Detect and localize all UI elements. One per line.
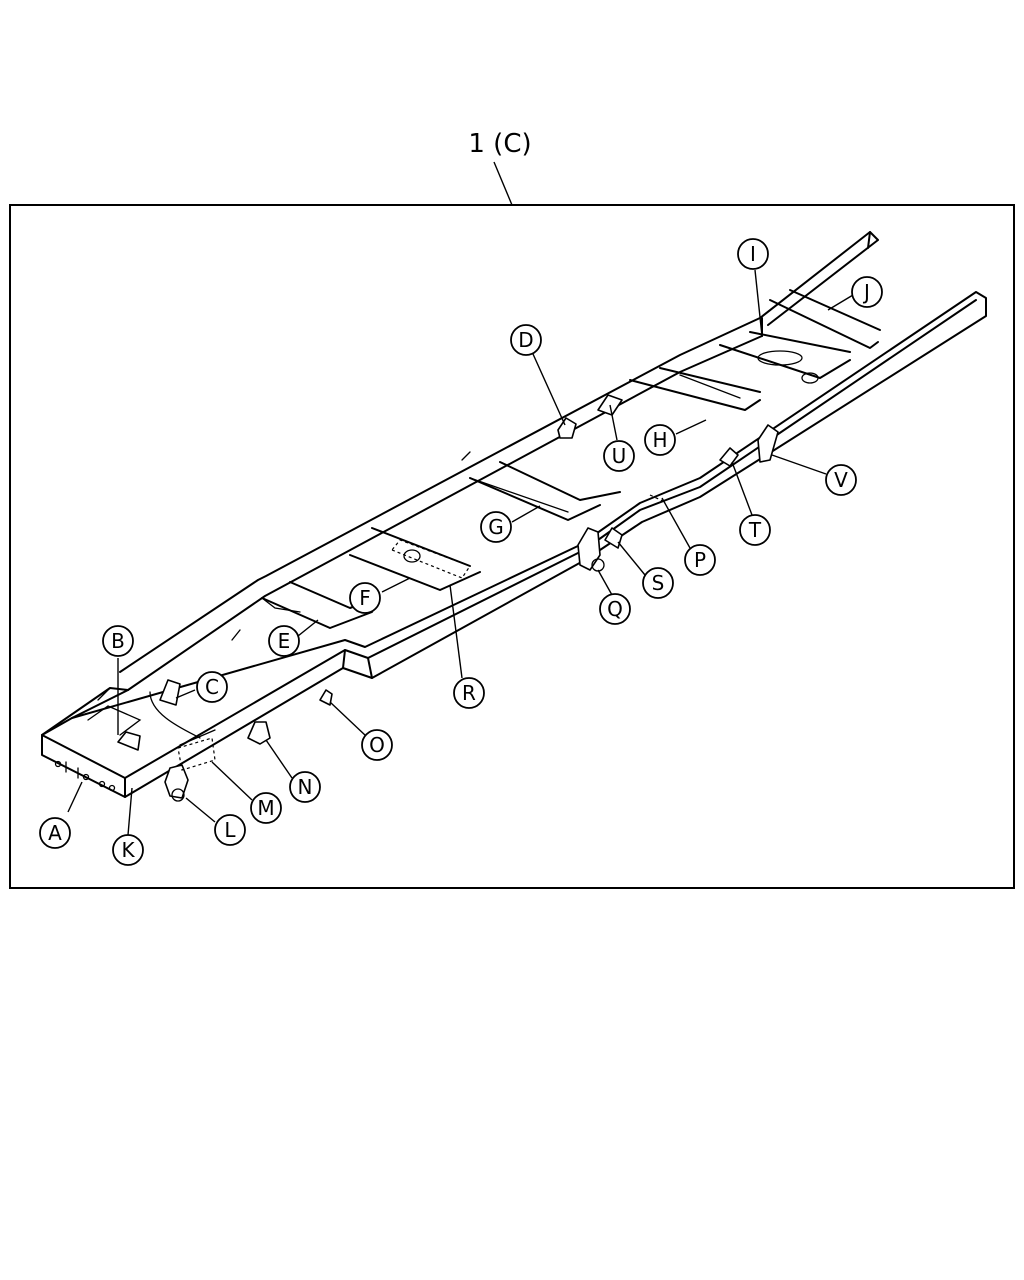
- callout-A: A: [39, 817, 71, 849]
- callout-J: J: [851, 276, 883, 308]
- callout-I: I: [737, 238, 769, 270]
- svg-text:A: A: [48, 821, 62, 845]
- bracket-t: [719, 447, 739, 467]
- callout-V: V: [825, 464, 857, 496]
- bracket-b: [117, 731, 141, 751]
- callout-F: F: [349, 582, 381, 614]
- assembly-leader: [493, 161, 513, 206]
- callout-leaders: [67, 269, 854, 836]
- svg-text:S: S: [652, 571, 665, 595]
- callout-L: L: [214, 814, 246, 846]
- callout-E: E: [268, 625, 300, 657]
- svg-text:V: V: [834, 468, 848, 492]
- svg-text:C: C: [205, 675, 219, 699]
- svg-text:O: O: [369, 733, 385, 757]
- svg-text:B: B: [111, 629, 125, 653]
- svg-text:J: J: [862, 280, 870, 304]
- svg-text:T: T: [748, 518, 762, 542]
- bracket-l: [164, 764, 189, 799]
- callout-Q: Q: [599, 593, 631, 625]
- bracket-v: [757, 424, 779, 463]
- bracket-q: [577, 527, 601, 571]
- bracket-c: [159, 679, 181, 706]
- svg-text:D: D: [518, 328, 533, 352]
- svg-text:E: E: [278, 629, 291, 653]
- svg-text:P: P: [694, 548, 706, 572]
- callout-K: K: [112, 834, 144, 866]
- svg-text:M: M: [257, 796, 274, 820]
- svg-text:L: L: [224, 818, 236, 842]
- svg-text:R: R: [462, 681, 476, 705]
- bracket-o: [319, 689, 333, 706]
- callout-S: S: [642, 567, 674, 599]
- svg-text:G: G: [488, 515, 504, 539]
- svg-text:Q: Q: [607, 597, 623, 621]
- svg-text:U: U: [612, 444, 627, 468]
- callout-H: H: [644, 424, 676, 456]
- callout-O: O: [361, 729, 393, 761]
- callout-P: P: [684, 544, 716, 576]
- callout-D: D: [510, 324, 542, 356]
- callout-T: T: [739, 514, 771, 546]
- callout-M: M: [250, 792, 282, 824]
- callout-C: C: [196, 671, 228, 703]
- bracket-s: [604, 527, 623, 549]
- svg-text:N: N: [298, 775, 313, 799]
- diagram-border: [9, 204, 1015, 889]
- callout-B: B: [102, 625, 134, 657]
- callout-G: G: [480, 511, 512, 543]
- bracket-n: [247, 721, 271, 745]
- chassis-frame: [41, 231, 987, 802]
- callout-U: U: [603, 440, 635, 472]
- svg-text:K: K: [121, 838, 135, 862]
- svg-text:F: F: [359, 586, 371, 610]
- assembly-label: 1 (C): [468, 129, 531, 159]
- svg-text:I: I: [750, 242, 756, 266]
- callout-R: R: [453, 677, 485, 709]
- svg-text:H: H: [652, 428, 667, 452]
- bracket-d: [557, 417, 577, 439]
- callout-N: N: [289, 771, 321, 803]
